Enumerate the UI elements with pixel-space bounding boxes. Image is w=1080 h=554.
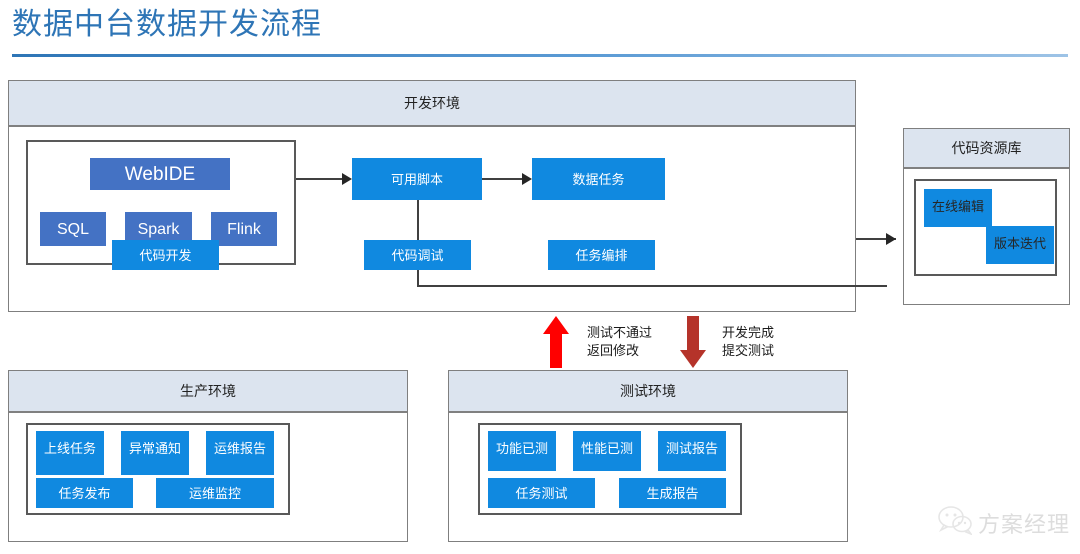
chip-generate-report[interactable]: 生成报告 [619, 478, 726, 508]
chip-function-tested[interactable]: 功能已测 [488, 431, 556, 471]
chip-test-report[interactable]: 测试报告 [658, 431, 726, 471]
chip-available-script[interactable]: 可用脚本 [352, 158, 482, 200]
arrow-dev-complete-line2: 提交测试 [722, 343, 775, 358]
chip-task-release[interactable]: 任务发布 [36, 478, 133, 508]
chip-spark-label: Spark [137, 220, 180, 238]
dev-environment-header: 开发环境 [9, 81, 855, 127]
chip-code-debug[interactable]: 代码调试 [364, 240, 471, 270]
connector-repo-entry-line [856, 238, 896, 240]
wechat-icon [938, 505, 974, 540]
chip-data-task-label: 数据任务 [572, 171, 625, 187]
page-title: 数据中台数据开发流程 [12, 8, 322, 41]
chip-generate-report-label: 生成报告 [646, 485, 699, 501]
chip-online-edit[interactable]: 在线编辑 [924, 189, 992, 227]
arrow-dev-complete [680, 316, 706, 368]
dev-environment-title: 开发环境 [404, 97, 460, 112]
chip-ops-monitor[interactable]: 运维监控 [156, 478, 274, 508]
chip-flink[interactable]: Flink [211, 212, 277, 246]
dev-environment-panel: 开发环境 WebIDE SQL Spark Flink 可用脚本 [8, 80, 887, 312]
chip-test-report-label: 测试报告 [665, 441, 718, 456]
chip-online-edit-label: 在线编辑 [931, 199, 984, 214]
production-environment-panel: 生产环境 上线任务 异常通知 运维报告 任务发布 运维监控 [8, 370, 408, 542]
code-repository-title: 代码资源库 [951, 142, 1022, 157]
arrow-test-failed-head [543, 316, 569, 334]
chip-task-test-label: 任务测试 [515, 485, 568, 501]
chip-sql[interactable]: SQL [40, 212, 106, 246]
code-repository-header: 代码资源库 [904, 129, 1069, 169]
chip-function-tested-label: 功能已测 [495, 441, 548, 456]
chip-code-debug-label: 代码调试 [391, 247, 444, 263]
arrow-test-failed-line2: 返回修改 [587, 343, 640, 358]
chip-version-iteration-label: 版本迭代 [993, 236, 1046, 251]
chip-online-task-label: 上线任务 [43, 441, 96, 456]
production-environment-title: 生产环境 [180, 385, 236, 400]
arrow-dev-complete-line1: 开发完成 [722, 325, 775, 340]
arrow-test-failed-label: 测试不通过 返回修改 [587, 324, 652, 360]
webide-group-box: WebIDE SQL Spark Flink [26, 140, 296, 265]
arrow-test-failed-shaft [550, 334, 562, 368]
connector-script-to-repo-horizontal [417, 285, 887, 287]
arrow-dev-complete-shaft [687, 316, 699, 350]
chip-exception-notice[interactable]: 异常通知 [121, 431, 189, 475]
connector-repo-entry-arrowhead [886, 233, 896, 245]
chip-ops-report[interactable]: 运维报告 [206, 431, 274, 475]
chip-available-script-label: 可用脚本 [390, 171, 443, 187]
test-group-box: 功能已测 性能已测 测试报告 任务测试 生成报告 [478, 423, 742, 515]
chip-version-iteration[interactable]: 版本迭代 [986, 226, 1054, 264]
test-environment-body: 功能已测 性能已测 测试报告 任务测试 生成报告 [449, 413, 847, 543]
chip-performance-tested[interactable]: 性能已测 [573, 431, 641, 471]
chip-data-task[interactable]: 数据任务 [532, 158, 665, 200]
chip-task-orchestration[interactable]: 任务编排 [548, 240, 655, 270]
chip-ops-report-label: 运维报告 [213, 441, 266, 456]
connector-ide-to-script-arrowhead [342, 173, 352, 185]
production-environment-body: 上线任务 异常通知 运维报告 任务发布 运维监控 [9, 413, 407, 543]
watermark-text: 方案经理 [977, 511, 1070, 537]
test-environment-panel: 测试环境 功能已测 性能已测 测试报告 任务测试 生成报告 [448, 370, 848, 542]
chip-task-release-label: 任务发布 [58, 485, 111, 501]
arrow-dev-complete-head [680, 350, 706, 368]
connector-script-to-task [482, 178, 525, 180]
chip-ops-monitor-label: 运维监控 [188, 485, 241, 501]
production-group-box: 上线任务 异常通知 运维报告 任务发布 运维监控 [26, 423, 290, 515]
code-repository-group-box: 在线编辑 版本迭代 [914, 179, 1057, 276]
production-environment-header: 生产环境 [9, 371, 407, 413]
code-repository-panel: 代码资源库 在线编辑 版本迭代 [903, 128, 1070, 305]
connector-ide-to-script [296, 178, 346, 180]
arrow-dev-complete-label: 开发完成 提交测试 [722, 324, 774, 360]
chip-flink-label: Flink [227, 220, 261, 238]
chip-task-test[interactable]: 任务测试 [488, 478, 595, 508]
arrow-test-failed-line1: 测试不通过 [587, 325, 653, 340]
chip-sql-label: SQL [56, 220, 89, 238]
chip-webide-label: WebIDE [124, 163, 196, 185]
dev-environment-body: WebIDE SQL Spark Flink 可用脚本 数据任务 [9, 127, 887, 311]
connector-script-to-task-arrowhead [522, 173, 532, 185]
chip-exception-notice-label: 异常通知 [128, 441, 181, 456]
title-underline-rule [12, 54, 1068, 57]
chip-webide[interactable]: WebIDE [90, 158, 230, 190]
test-environment-title: 测试环境 [620, 385, 676, 400]
code-repository-body: 在线编辑 版本迭代 [904, 169, 1069, 304]
chip-task-orchestration-label: 任务编排 [575, 247, 628, 263]
chip-performance-tested-label: 性能已测 [580, 441, 633, 456]
watermark: 方案经理 [938, 505, 1070, 540]
chip-code-development[interactable]: 代码开发 [112, 240, 219, 270]
test-environment-header: 测试环境 [449, 371, 847, 413]
arrow-test-failed [543, 316, 569, 368]
chip-online-task[interactable]: 上线任务 [36, 431, 104, 475]
chip-code-development-label: 代码开发 [139, 247, 192, 263]
